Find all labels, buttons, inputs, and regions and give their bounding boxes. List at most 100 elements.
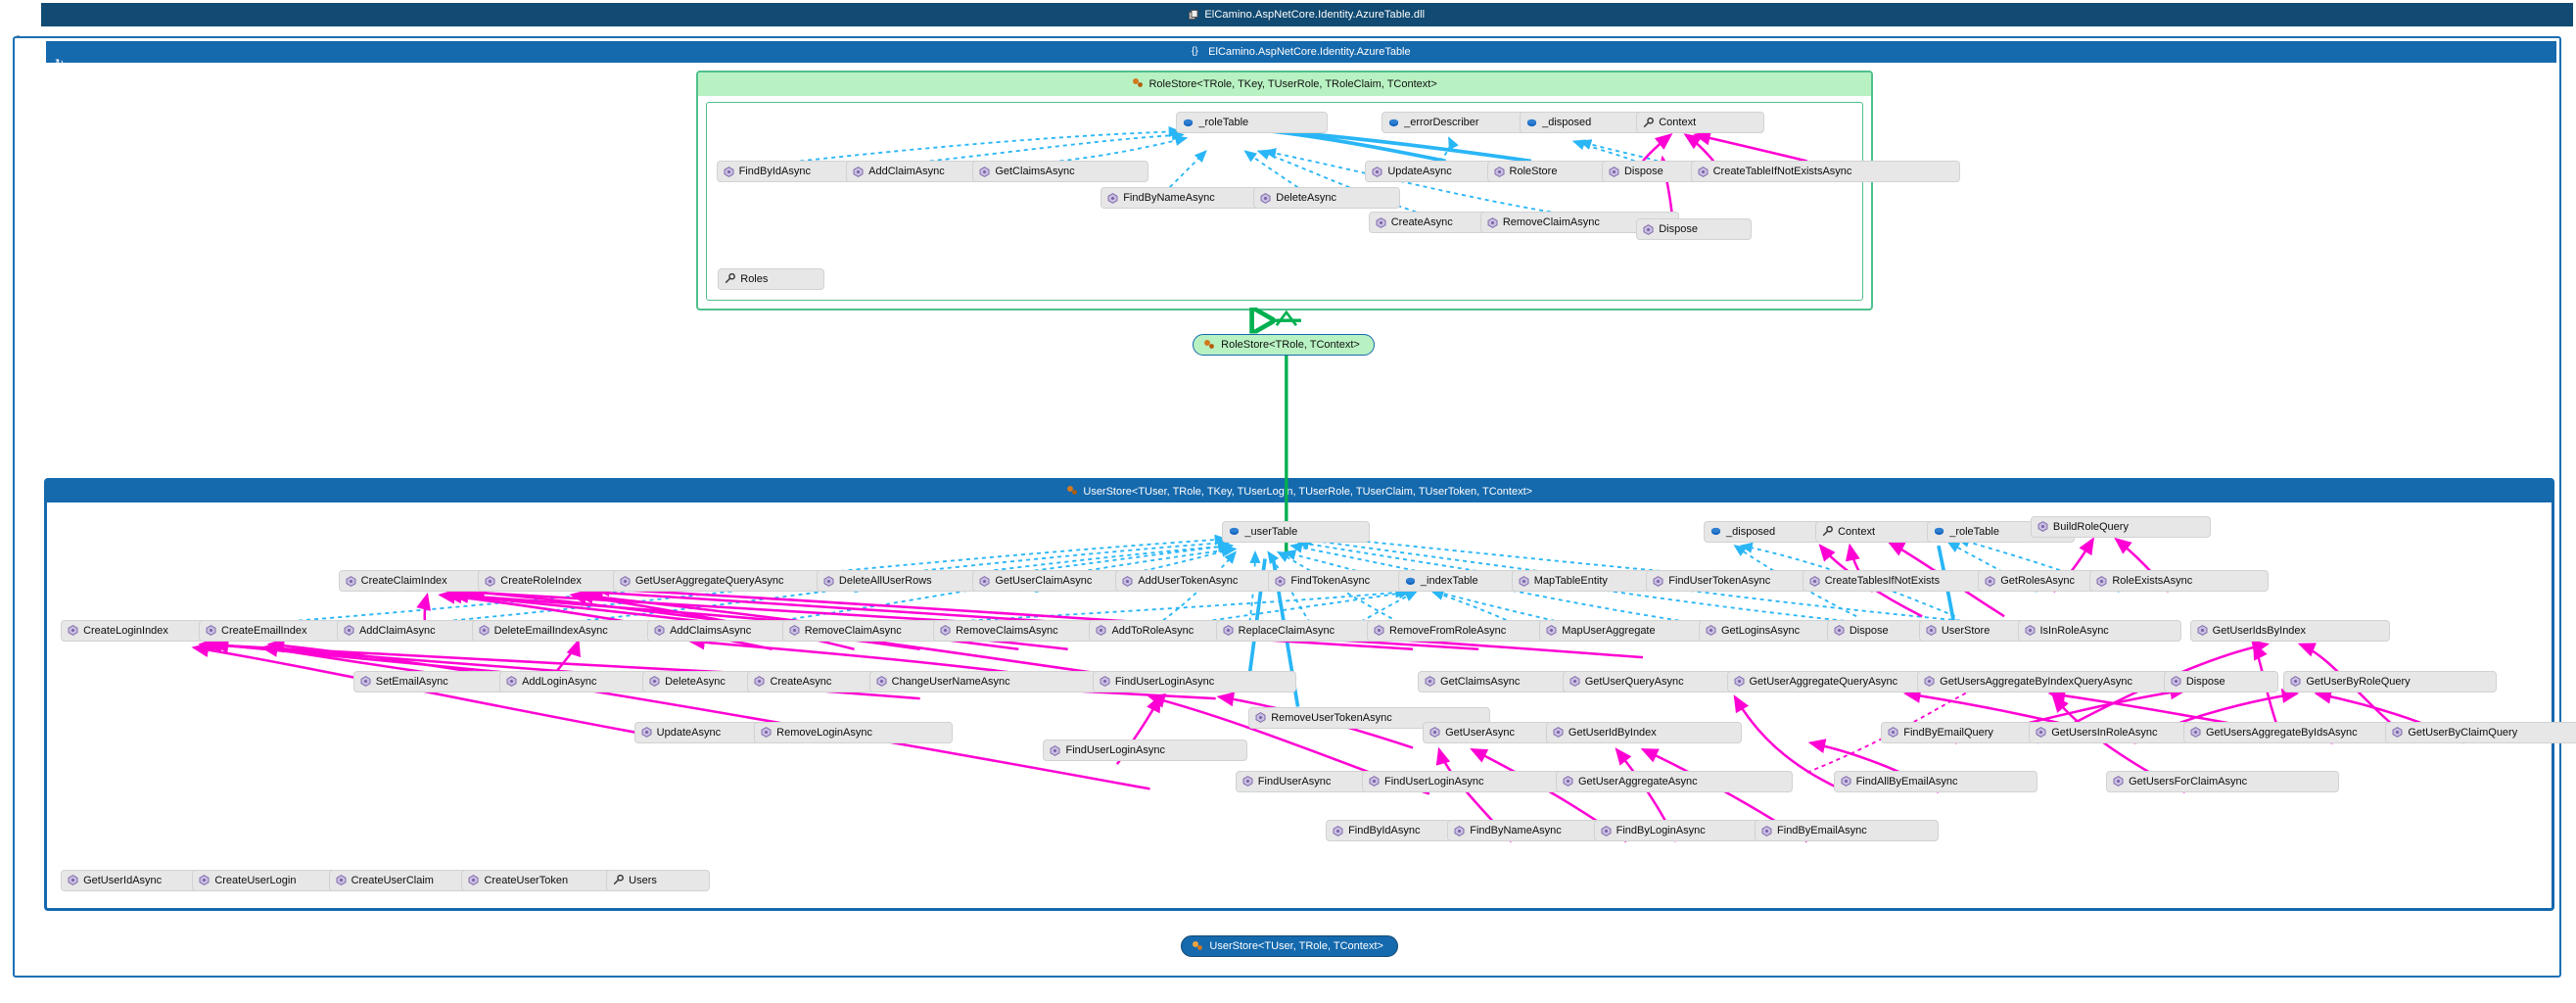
userstore-member-label: CreateClaimIndex [360,575,447,588]
method-icon [346,575,356,587]
method-icon [468,875,479,886]
userstore-member-node[interactable]: CreateUserToken [461,869,648,891]
method-icon [853,167,864,177]
userstore-member-node[interactable]: FindByEmailAsync [1755,820,1939,842]
method-icon [2037,521,2048,533]
property-wrench-icon [1822,526,1834,537]
field-icon [1710,526,1721,537]
method-icon [336,875,347,886]
userstore-member-node[interactable]: FindUserLoginAsync [1092,670,1296,693]
userstore-member-label: FindUserTokenAsync [1668,575,1771,588]
derived-rolestore-node[interactable]: RoleStore<TRole, TContext> [1193,333,1375,356]
userstore-member-node[interactable]: BuildRoleQuery [2030,515,2212,538]
rolestore-member-label: Roles [740,272,769,285]
method-icon [1096,625,1106,636]
field-icon [1183,118,1194,128]
userstore-member-node[interactable]: GetUserAggregateAsync [1556,770,1793,792]
rolestore-member-node[interactable]: Roles [718,267,825,290]
userstore-member-label: GetUsersAggregateByIdsAsync [2205,726,2358,739]
method-icon [1260,192,1271,204]
rolestore-member-label: _disposed [1542,117,1592,129]
userstore-member-node[interactable]: FindUserLoginAsync [1043,740,1247,762]
rolestore-member-node[interactable]: CreateAsync [1368,212,1516,234]
userstore-member-node[interactable]: GetUserByClaimQuery [2385,721,2576,743]
userstore-member-node[interactable]: RemoveLoginAsync [754,721,954,743]
method-icon [2171,676,2181,688]
field-icon [1388,118,1399,128]
method-icon [2025,625,2036,636]
userstore-member-label: GetUserAggregateQueryAsync [1749,675,1898,688]
userstore-member-label: RemoveFromRoleAsync [1389,624,1507,637]
property-wrench-icon [725,273,736,284]
rolestore-member-node[interactable]: CreateTableIfNotExistsAsync [1690,161,1960,183]
userstore-member-node[interactable]: IsInRoleAsync [2017,619,2182,642]
method-icon [940,625,951,636]
group-userstore[interactable]: UserStore<TUser, TRole, TKey, TUserLogin… [44,478,2555,911]
method-icon [1275,575,1286,587]
group-userstore-title[interactable]: UserStore<TUser, TRole, TKey, TUserLogin… [47,481,2553,503]
method-icon [2197,625,2208,636]
method-icon [1834,625,1845,636]
userstore-member-label: RemoveUserTokenAsync [1271,711,1392,724]
rolestore-member-node[interactable]: RoleStore [1486,161,1616,183]
userstore-member-node[interactable]: _userTable [1222,520,1371,543]
namespace-refresh-icon[interactable]: ↻ [55,58,65,70]
userstore-member-node[interactable]: GetUserAsync [1423,721,1587,743]
userstore-member-node[interactable]: FindUserLoginAsync [1362,770,1567,792]
method-icon [1698,167,1709,177]
userstore-member-label: GetClaimsAsync [1440,675,1521,688]
method-icon [506,676,517,688]
rolestore-member-node[interactable]: _roleTable [1176,112,1328,134]
assembly-title-bar[interactable]: ElCamino.AspNetCore.Identity.AzureTable.… [40,3,2573,26]
rolestore-member-label: Dispose [1623,166,1663,178]
method-icon [1255,712,1266,723]
rolestore-member-label: Dispose [1659,223,1698,236]
userstore-member-node[interactable]: GetUserByRoleQuery [2283,670,2498,693]
userstore-member-node[interactable]: GetClaimsAsync [1418,670,1594,693]
method-icon [620,575,631,587]
userstore-member-node[interactable]: GetUsersForClaimAsync [2106,770,2340,792]
namespace-title-bar[interactable]: {} ElCamino.AspNetCore.Identity.AzureTab… [45,40,2556,63]
userstore-member-label: _roleTable [1949,525,1999,538]
rolestore-member-label: FindByIdAsync [738,166,811,178]
userstore-member-label: FindUserLoginAsync [1384,775,1484,788]
userstore-member-label: RemoveClaimsAsync [956,624,1058,637]
userstore-member-node[interactable]: Dispose [2163,670,2279,693]
userstore-member-node[interactable]: SetEmailAsync [352,670,525,693]
derived-userstore-label: UserStore<TUser, TRole, TContext> [1209,939,1383,952]
userstore-member-node[interactable]: GetUserQueryAsync [1562,670,1773,693]
userstore-member-label: FindByEmailAsync [1777,825,1867,837]
method-icon [654,625,665,636]
method-icon [761,727,772,739]
rolestore-member-node[interactable]: Dispose [1636,218,1752,241]
rolestore-member-node[interactable]: DeleteAsync [1253,187,1400,210]
userstore-member-label: FindUserLoginAsync [1065,744,1165,757]
rolestore-member-node[interactable]: Context [1636,112,1765,134]
derived-userstore-node[interactable]: UserStore<TUser, TRole, TContext> [1181,934,1398,957]
userstore-member-label: MapUserAggregate [1562,624,1656,637]
method-icon [2113,776,2124,788]
rolestore-member-node[interactable]: GetClaimsAsync [972,161,1148,183]
method-icon [1369,776,1380,788]
rolestore-member-label: _errorDescriber [1404,117,1479,129]
userstore-member-node[interactable]: ChangeUserNameAsync [868,670,1109,693]
userstore-member-node[interactable]: Users [606,869,710,891]
method-icon [1643,223,1654,235]
userstore-member-node[interactable]: GetUserIdByIndex [1545,721,1742,743]
group-rolestore-title[interactable]: RoleStore<TRole, TKey, TUserRole, TRoleC… [698,72,1871,97]
userstore-member-node[interactable]: GetUserIdsByIndex [2189,619,2391,642]
userstore-member-node[interactable]: Context [1815,520,1944,543]
userstore-member-label: DeleteAsync [665,675,726,688]
method-icon [641,727,652,739]
userstore-member-label: GetUsersForClaimAsync [2129,775,2248,788]
method-icon [2190,727,2201,739]
rolestore-member-label: RoleStore [1509,166,1558,178]
userstore-member-node[interactable]: FindByLoginAsync [1593,820,1775,842]
userstore-member-label: AddLoginAsync [522,675,597,688]
userstore-member-node[interactable]: FindAllByEmailAsync [1833,770,2037,792]
method-icon [1924,676,1935,688]
userstore-member-node[interactable]: RoleExistsAsync [2089,570,2270,593]
rolestore-member-label: DeleteAsync [1276,192,1337,205]
method-icon [1100,676,1110,688]
method-icon [1425,676,1435,688]
